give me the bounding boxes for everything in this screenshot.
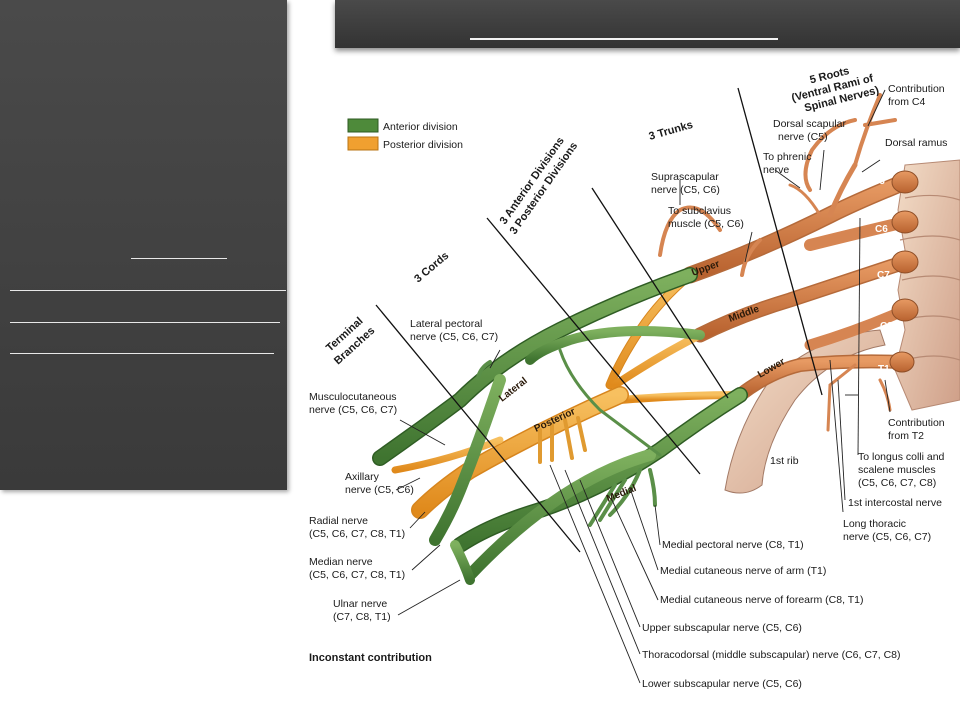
lateral-pectoral-label-2: nerve (C5, C6, C7) bbox=[410, 331, 498, 343]
posterior-divisions bbox=[391, 270, 744, 519]
contribution-c4-label-1: Contribution bbox=[888, 83, 945, 95]
ulnar-label-1: Ulnar nerve bbox=[333, 598, 387, 610]
contribution-c4-label-2: from C4 bbox=[888, 96, 926, 108]
side-divider-4 bbox=[10, 353, 274, 354]
first-rib-label: 1st rib bbox=[770, 455, 799, 467]
dorsal-ramus-label: Dorsal ramus bbox=[885, 137, 947, 149]
legend-anterior-swatch bbox=[347, 118, 379, 133]
medial-pectoral-label: Medial pectoral nerve (C8, T1) bbox=[662, 539, 804, 551]
suprascapular-label-2: nerve (C5, C6) bbox=[651, 184, 720, 196]
root-ganglia bbox=[889, 170, 919, 373]
c8-label: C8 bbox=[880, 321, 893, 332]
c5-label: C5 bbox=[872, 176, 885, 187]
trunks-header: 3 Trunks bbox=[648, 119, 695, 143]
title-underline bbox=[470, 38, 778, 40]
musculocutaneous-label-2: nerve (C5, C6, C7) bbox=[309, 404, 397, 416]
longus-label-1: To longus colli and bbox=[858, 451, 945, 463]
contribution-t2-label-2: from T2 bbox=[888, 430, 924, 442]
axillary-label-2: nerve (C5, C6) bbox=[345, 484, 414, 496]
longus-label-3: (C5, C6, C7, C8) bbox=[858, 477, 936, 489]
leader-lines bbox=[395, 89, 891, 684]
t1-label: T1 bbox=[878, 364, 890, 375]
side-divider-2 bbox=[10, 290, 286, 291]
lateral-pectoral-label-1: Lateral pectoral bbox=[410, 318, 482, 330]
first-intercostal-label: 1st intercostal nerve bbox=[848, 497, 942, 509]
title-bar bbox=[335, 0, 960, 48]
medial-cut-forearm-label: Medial cutaneous nerve of forearm (C8, T… bbox=[660, 594, 863, 606]
suprascapular-label-1: Suprascapular bbox=[651, 171, 719, 183]
subclavius-label-1: To subclavius bbox=[668, 205, 731, 217]
vertebral-column bbox=[894, 159, 960, 411]
long-thoracic-label-1: Long thoracic bbox=[843, 518, 906, 530]
side-panel bbox=[0, 0, 287, 490]
musculocutaneous-label-1: Musculocutaneous bbox=[309, 391, 397, 403]
side-divider-1 bbox=[131, 258, 227, 259]
first-rib bbox=[724, 329, 886, 494]
lower-subscapular-label: Lower subscapular nerve (C5, C6) bbox=[642, 678, 802, 690]
radial-label-2: (C5, C6, C7, C8, T1) bbox=[309, 528, 405, 540]
cords-header: 3 Cords bbox=[412, 250, 451, 286]
long-thoracic-label-2: nerve (C5, C6, C7) bbox=[843, 531, 931, 543]
median-label-2: (C5, C6, C7, C8, T1) bbox=[309, 569, 405, 581]
side-divider-3 bbox=[10, 322, 280, 323]
c7-label: C7 bbox=[877, 270, 890, 281]
to-phrenic-label-1: To phrenic bbox=[763, 151, 811, 163]
inconstant-contribution-label: Inconstant contribution bbox=[309, 652, 432, 664]
dorsal-scapular-label-2: nerve (C5) bbox=[778, 131, 828, 143]
median-label-1: Median nerve bbox=[309, 556, 373, 568]
to-phrenic-label-2: nerve bbox=[763, 164, 789, 176]
medial-cut-arm-label: Medial cutaneous nerve of arm (T1) bbox=[660, 565, 826, 577]
subclavius-label-2: muscle (C5, C6) bbox=[668, 218, 744, 230]
contribution-t2-label-1: Contribution bbox=[888, 417, 945, 429]
radial-label-1: Radial nerve bbox=[309, 515, 368, 527]
longus-label-2: scalene muscles bbox=[858, 464, 936, 476]
roots-header: 5 Roots (Ventral Rami of Spinal Nerves) bbox=[790, 65, 880, 115]
thoracodorsal-label: Thoracodorsal (middle subscapular) nerve… bbox=[642, 649, 901, 661]
upper-subscapular-label: Upper subscapular nerve (C5, C6) bbox=[642, 622, 802, 634]
legend-anterior-label: Anterior division bbox=[383, 121, 458, 133]
legend-posterior-label: Posterior division bbox=[383, 139, 463, 151]
ulnar-label-2: (C7, C8, T1) bbox=[333, 611, 391, 623]
section-divider-lines bbox=[375, 87, 823, 553]
legend-posterior-swatch bbox=[347, 136, 379, 151]
dorsal-scapular-label-1: Dorsal scapular bbox=[773, 118, 846, 130]
anterior-divisions-and-cords bbox=[372, 267, 748, 585]
c6-label: C6 bbox=[875, 224, 888, 235]
axillary-label-1: Axillary bbox=[345, 471, 380, 483]
